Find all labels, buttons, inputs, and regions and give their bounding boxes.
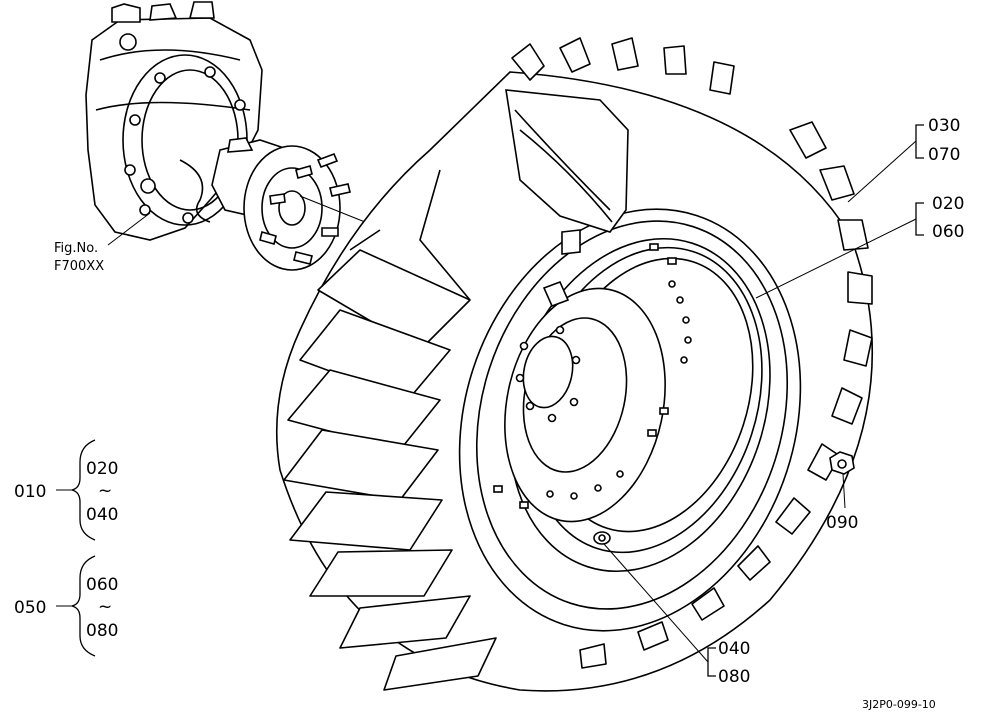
part-080-label: 080	[718, 667, 750, 687]
group-010-from: 020	[86, 459, 118, 479]
group-050-to: 080	[86, 621, 118, 641]
group-050-label: 050	[14, 598, 46, 618]
part-020-label: 020	[932, 194, 964, 214]
part-060-label: 060	[932, 222, 964, 242]
part-090-label: 090	[826, 513, 858, 533]
part-labels: Fig.No. F700XX 030 070 020 060 090 040 0…	[14, 116, 964, 711]
part-040-label: 040	[718, 639, 750, 659]
group-010-label: 010	[14, 482, 46, 502]
axle-hub-assembly	[85, 1, 351, 271]
wheel-rim	[493, 89, 771, 573]
leader-lines	[56, 124, 924, 677]
fig-ref-number: F700XX	[54, 259, 104, 274]
part-070-label: 070	[928, 145, 960, 165]
group-050-from: 060	[86, 575, 118, 595]
drawing-code: 3J2P0-099-10	[862, 698, 936, 711]
group-050-tilde: ~	[98, 597, 112, 617]
wheel-nut-090	[829, 451, 855, 475]
group-010-tilde: ~	[98, 481, 112, 501]
group-010-to: 040	[86, 505, 118, 525]
part-030-label: 030	[928, 116, 960, 136]
fig-ref-label: Fig.No.	[54, 241, 98, 256]
